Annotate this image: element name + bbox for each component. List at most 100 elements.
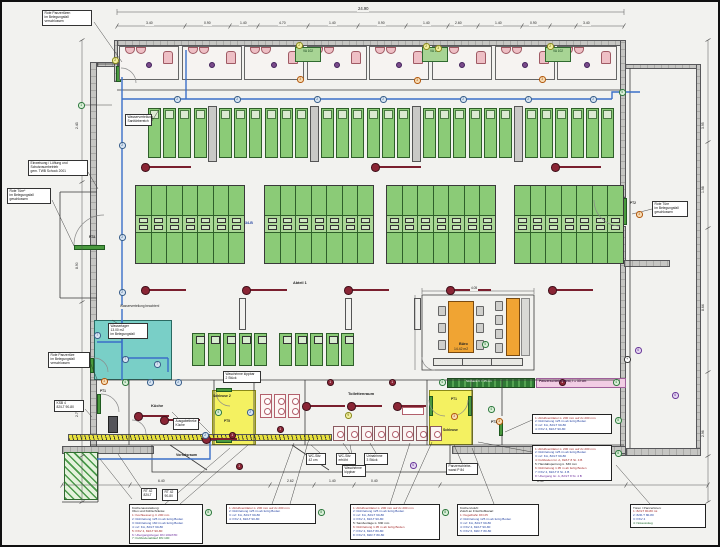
office-chair bbox=[438, 340, 446, 350]
toilet-stall bbox=[429, 426, 442, 441]
office-cabinet bbox=[506, 298, 520, 356]
bed-block bbox=[514, 185, 624, 264]
bed-column bbox=[546, 186, 562, 263]
bed bbox=[279, 108, 293, 158]
bed-column bbox=[449, 186, 465, 263]
bed-column bbox=[167, 186, 183, 263]
bed bbox=[555, 108, 569, 158]
toilet-stall bbox=[402, 426, 414, 441]
wash-basin bbox=[260, 394, 272, 418]
bench-cell bbox=[294, 333, 308, 366]
bed bbox=[234, 108, 248, 158]
outer-wall-bottom-right bbox=[452, 446, 626, 454]
bed bbox=[453, 108, 467, 158]
toilet-stall bbox=[415, 426, 428, 441]
bed-block bbox=[135, 185, 245, 264]
bed bbox=[570, 108, 584, 158]
wc-fixture bbox=[108, 416, 118, 433]
toilet-stall bbox=[333, 426, 345, 441]
bed bbox=[249, 108, 263, 158]
door-leaf bbox=[499, 420, 503, 436]
bed-column bbox=[608, 186, 624, 263]
door-leaf-pt3 bbox=[74, 245, 105, 250]
bed bbox=[148, 108, 161, 158]
bed bbox=[366, 108, 380, 158]
bed bbox=[219, 108, 232, 158]
bed-column bbox=[327, 186, 343, 263]
bed bbox=[438, 108, 452, 158]
column bbox=[345, 298, 352, 330]
bed-column bbox=[464, 186, 481, 263]
bed-column bbox=[311, 186, 328, 263]
bench-cell bbox=[238, 333, 252, 366]
door-leaf bbox=[97, 394, 101, 414]
bed-block bbox=[264, 185, 374, 264]
pillar bbox=[514, 106, 523, 162]
bench-cell bbox=[207, 333, 221, 366]
bed-column bbox=[182, 186, 199, 263]
bed bbox=[163, 108, 177, 158]
office-chair bbox=[495, 329, 503, 339]
bed-column bbox=[296, 186, 312, 263]
bed bbox=[525, 108, 538, 158]
pillar bbox=[208, 106, 217, 162]
bed bbox=[397, 108, 410, 158]
bench-cell bbox=[341, 333, 355, 366]
emergency-exit-hatch bbox=[64, 452, 98, 500]
office-chair bbox=[495, 301, 503, 311]
bed-column bbox=[387, 186, 403, 263]
panzerschiebewand-strip bbox=[536, 378, 626, 388]
bed-column bbox=[577, 186, 593, 263]
bench-cell bbox=[254, 333, 268, 366]
door-leaf bbox=[216, 388, 232, 392]
bench-cell bbox=[192, 333, 205, 366]
column bbox=[414, 298, 421, 330]
outer-wall-right bbox=[696, 64, 701, 456]
bed bbox=[601, 108, 614, 158]
column bbox=[239, 298, 246, 330]
office-sideboard bbox=[521, 298, 530, 356]
office-chair bbox=[495, 343, 503, 353]
door-leaf bbox=[429, 396, 433, 416]
bed-column bbox=[592, 186, 609, 263]
bed bbox=[483, 108, 497, 158]
bench-cell bbox=[310, 333, 324, 366]
bed bbox=[468, 108, 482, 158]
bed bbox=[540, 108, 554, 158]
bed-column bbox=[151, 186, 168, 263]
office-chair bbox=[476, 323, 484, 333]
wash-trough bbox=[402, 407, 424, 415]
door-leaf bbox=[90, 358, 94, 373]
bed-column bbox=[198, 186, 214, 263]
pillar bbox=[412, 106, 421, 162]
outer-wall-bottom-annex bbox=[626, 448, 701, 456]
sanitary-cell bbox=[369, 46, 430, 80]
bench-strip bbox=[447, 378, 535, 388]
bed-column bbox=[213, 186, 230, 263]
toilet-stall bbox=[360, 426, 373, 441]
bed-column bbox=[480, 186, 496, 263]
bench-cell bbox=[325, 333, 339, 366]
bed bbox=[585, 108, 599, 158]
outer-wall-left bbox=[90, 62, 97, 456]
room-wasserlager bbox=[94, 320, 172, 380]
toilet-stall bbox=[388, 426, 401, 441]
bed-column bbox=[342, 186, 359, 263]
sanitary-cell bbox=[181, 46, 242, 80]
pillar bbox=[310, 106, 319, 162]
bed-column bbox=[265, 186, 281, 263]
bed bbox=[178, 108, 192, 158]
sanitary-cell bbox=[244, 46, 305, 80]
bed-column bbox=[418, 186, 434, 263]
bed bbox=[381, 108, 395, 158]
sanitary-cell bbox=[119, 46, 179, 80]
annex-wall-mid bbox=[624, 260, 670, 267]
wash-basin bbox=[288, 394, 300, 418]
office-shelf bbox=[433, 358, 523, 366]
bed-column bbox=[515, 186, 531, 263]
door-leaf bbox=[216, 439, 232, 443]
bed-column bbox=[530, 186, 547, 263]
bed bbox=[423, 108, 436, 158]
